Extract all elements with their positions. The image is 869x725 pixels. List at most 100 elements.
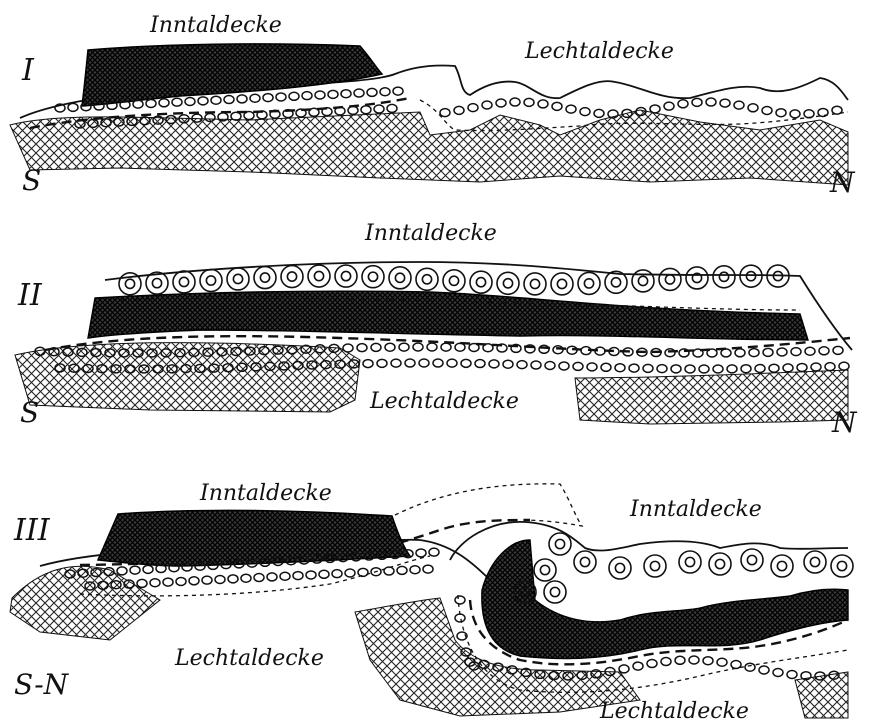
- pebble: [146, 99, 156, 107]
- pebble: [306, 571, 316, 579]
- pebble: [202, 576, 212, 584]
- pebble: [343, 344, 353, 352]
- pebble: [559, 362, 569, 370]
- ring-fossil: [709, 553, 731, 575]
- pebble: [241, 574, 251, 582]
- pebble: [254, 574, 264, 582]
- pebble: [371, 343, 381, 351]
- ring-fossil: [804, 551, 826, 573]
- ring-fossil: [632, 270, 654, 292]
- ring-fossil-core: [314, 271, 323, 280]
- pebble: [517, 361, 527, 369]
- pebble: [601, 363, 611, 371]
- pebble: [553, 346, 563, 354]
- pebble: [176, 577, 186, 585]
- pebble: [759, 666, 769, 674]
- pebble: [791, 348, 801, 356]
- pebble: [833, 346, 843, 354]
- pebble: [745, 663, 755, 671]
- ring-fossil-core: [341, 271, 350, 280]
- section-3-eroded-hinge: [395, 484, 582, 526]
- pebble: [133, 100, 143, 108]
- pebble: [413, 343, 423, 351]
- pebble: [363, 360, 373, 368]
- ring-fossil: [254, 267, 276, 289]
- pebble: [707, 349, 717, 357]
- ring-fossil-core: [665, 275, 674, 284]
- pebble: [328, 90, 338, 98]
- section-1-label-inntaldecke: Inntaldecke: [149, 13, 282, 38]
- pebble: [468, 104, 478, 112]
- pebble: [587, 363, 597, 371]
- pebble: [633, 662, 643, 670]
- ring-fossil: [335, 265, 357, 287]
- pebble: [293, 572, 303, 580]
- ring-fossil: [609, 557, 631, 579]
- pebble: [769, 364, 779, 372]
- ring-fossil-core: [615, 563, 624, 572]
- ring-fossil: [227, 268, 249, 290]
- pebble: [832, 106, 842, 114]
- ring-fossil: [470, 271, 492, 293]
- section-1: Inntaldecke Lechtaldecke I S N: [10, 13, 856, 199]
- ring-fossil-core: [746, 272, 755, 281]
- ring-fossil: [443, 270, 465, 292]
- ring-fossil-core: [287, 272, 296, 281]
- pebble: [671, 365, 681, 373]
- pebble: [163, 578, 173, 586]
- pebble: [289, 92, 299, 100]
- pebble: [545, 361, 555, 369]
- ring-fossil-core: [503, 279, 512, 288]
- pebble: [250, 94, 260, 102]
- pebble: [469, 343, 479, 351]
- pebble: [280, 572, 290, 580]
- pebble: [211, 96, 221, 104]
- pebble: [228, 575, 238, 583]
- pebble: [524, 98, 534, 106]
- ring-fossil: [544, 581, 566, 603]
- pebble: [224, 96, 234, 104]
- pebble: [741, 365, 751, 373]
- pebble: [483, 344, 493, 352]
- ring-fossil: [173, 271, 195, 293]
- pebble: [699, 365, 709, 373]
- ring-fossil-core: [747, 555, 756, 564]
- section-2-dark-band: [88, 291, 808, 340]
- pebble: [650, 105, 660, 113]
- ring-fossil-core: [584, 279, 593, 288]
- ring-fossil: [578, 272, 600, 294]
- pebble: [68, 103, 78, 111]
- section-3-dark-cap: [98, 510, 410, 566]
- pebble: [399, 343, 409, 351]
- pebble: [441, 343, 451, 351]
- pebble: [455, 596, 465, 604]
- ring-fossil: [416, 268, 438, 290]
- ring-fossil: [831, 555, 853, 577]
- pebble: [455, 614, 465, 622]
- pebble: [762, 107, 772, 115]
- pebble: [348, 106, 358, 114]
- pebble: [455, 343, 465, 351]
- ring-fossil: [741, 549, 763, 571]
- ring-fossil: [389, 267, 411, 289]
- section-3-label-lechtaldecke-right: Lechtaldecke: [599, 699, 749, 724]
- pebble: [643, 364, 653, 372]
- pebble: [776, 109, 786, 117]
- pebble: [496, 99, 506, 107]
- ring-fossil: [549, 533, 571, 555]
- pebble: [665, 349, 675, 357]
- pebble: [189, 577, 199, 585]
- pebble: [647, 660, 657, 668]
- pebble: [594, 109, 604, 117]
- pebble: [777, 348, 787, 356]
- ring-fossil-core: [530, 279, 539, 288]
- pebble: [538, 100, 548, 108]
- pebble: [763, 348, 773, 356]
- section-2-numeral: II: [17, 278, 43, 313]
- ring-fossil-core: [837, 561, 846, 570]
- pebble: [811, 363, 821, 371]
- pebble: [748, 104, 758, 112]
- section-2-label-lechtaldecke: Lechtaldecke: [369, 389, 519, 414]
- pebble: [440, 109, 450, 117]
- ring-fossil-core: [777, 561, 786, 570]
